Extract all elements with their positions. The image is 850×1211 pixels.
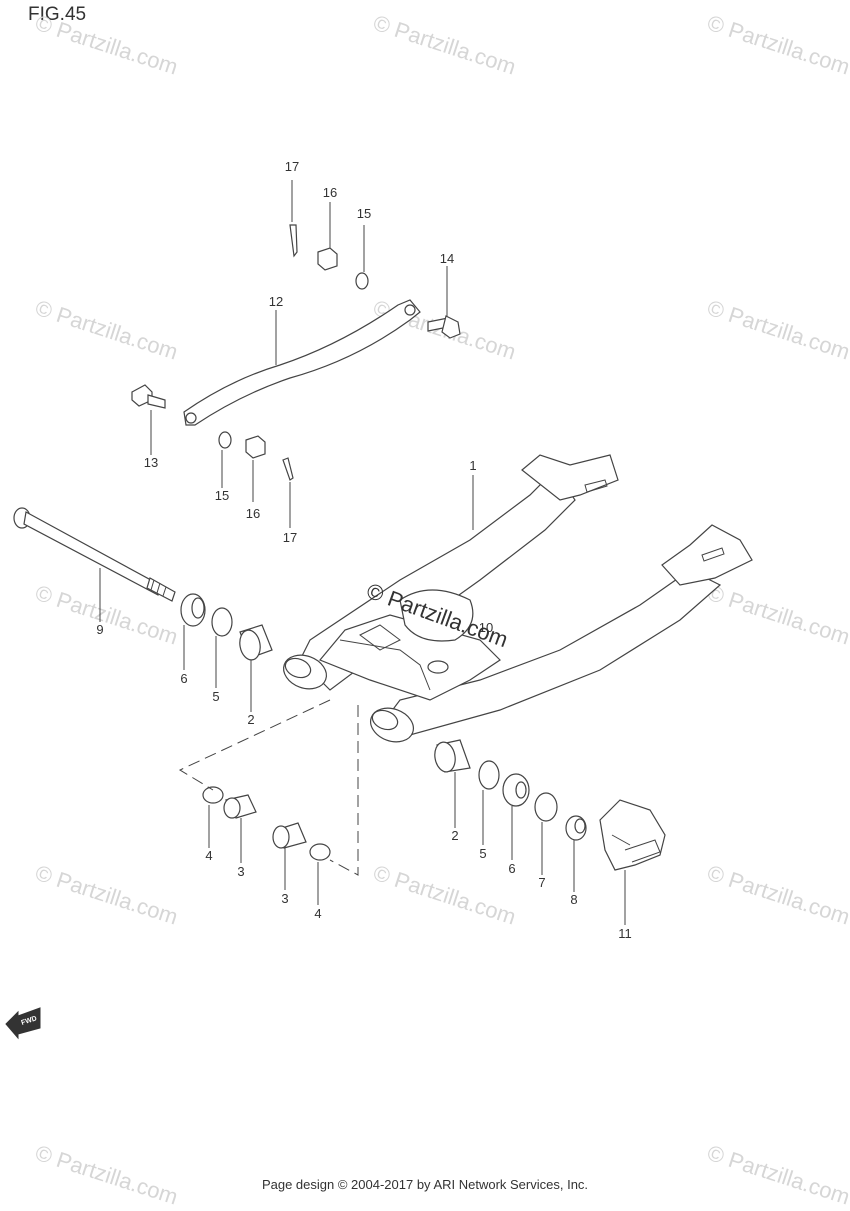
- callout-11: 11: [618, 926, 632, 941]
- callout-13: 13: [144, 455, 158, 470]
- callout-leaders: [99, 180, 626, 925]
- swingarm[interactable]: [279, 454, 753, 748]
- fwd-arrow-icon: FWD: [5, 1007, 41, 1040]
- callout-1: 1: [469, 458, 476, 473]
- torque-link[interactable]: [183, 299, 421, 426]
- washer-15-top[interactable]: [355, 272, 369, 290]
- callout-7: 7: [538, 875, 545, 890]
- oil-seal-4-left[interactable]: [202, 786, 224, 804]
- callout-4-left: 4: [205, 848, 212, 863]
- callout-10: 10: [479, 620, 493, 635]
- callout-16-bottom: 16: [246, 506, 260, 521]
- callout-6-right: 6: [508, 861, 515, 876]
- bushing-2-right[interactable]: [433, 739, 471, 774]
- dust-seal-6-right[interactable]: [502, 773, 530, 807]
- callout-2-left: 2: [247, 712, 254, 727]
- cap-8[interactable]: [565, 815, 587, 841]
- callout-16-top: 16: [323, 185, 337, 200]
- assembly-line-left: [178, 699, 331, 791]
- callout-15-top: 15: [357, 206, 371, 221]
- callout-17-bottom: 17: [283, 530, 297, 545]
- figure-title: FIG.45: [28, 4, 87, 25]
- bearing-3-left[interactable]: [223, 794, 257, 819]
- bolt-14[interactable]: [427, 315, 461, 339]
- page-footer: Page design © 2004-2017 by ARI Network S…: [261, 1177, 589, 1192]
- callout-8: 8: [570, 892, 577, 907]
- oil-seal-4-right[interactable]: [309, 843, 331, 861]
- chain-guard[interactable]: [599, 799, 666, 871]
- callout-17-top: 17: [285, 159, 299, 174]
- nut-16-bottom[interactable]: [245, 435, 266, 459]
- washer-7[interactable]: [534, 792, 558, 822]
- bolt-13[interactable]: [131, 384, 166, 409]
- washer-5-left[interactable]: [211, 607, 233, 637]
- callout-3-right: 3: [281, 891, 288, 906]
- callout-14: 14: [440, 251, 454, 266]
- callout-6-left: 6: [180, 671, 187, 686]
- washer-15-bottom[interactable]: [218, 431, 232, 449]
- callout-2-right: 2: [451, 828, 458, 843]
- cotter-pin-17-bottom[interactable]: [282, 457, 294, 481]
- assembly-line-center: [329, 705, 359, 876]
- callout-9: 9: [96, 622, 103, 637]
- callout-12: 12: [269, 294, 283, 309]
- nut-16-top[interactable]: [317, 247, 338, 271]
- bushing-2-left[interactable]: [238, 624, 273, 662]
- washer-5-right[interactable]: [478, 760, 500, 790]
- callout-5-left: 5: [212, 689, 219, 704]
- fwd-label: FWD: [20, 1015, 37, 1027]
- cotter-pin-17-top[interactable]: [289, 224, 298, 258]
- callout-5-right: 5: [479, 846, 486, 861]
- callout-15-bottom: 15: [215, 488, 229, 503]
- dust-seal-6-left[interactable]: [180, 593, 206, 627]
- callout-3-left: 3: [237, 864, 244, 879]
- bearing-3-right[interactable]: [272, 822, 307, 849]
- pivot-shaft[interactable]: [13, 507, 176, 602]
- callout-4-right: 4: [314, 906, 321, 921]
